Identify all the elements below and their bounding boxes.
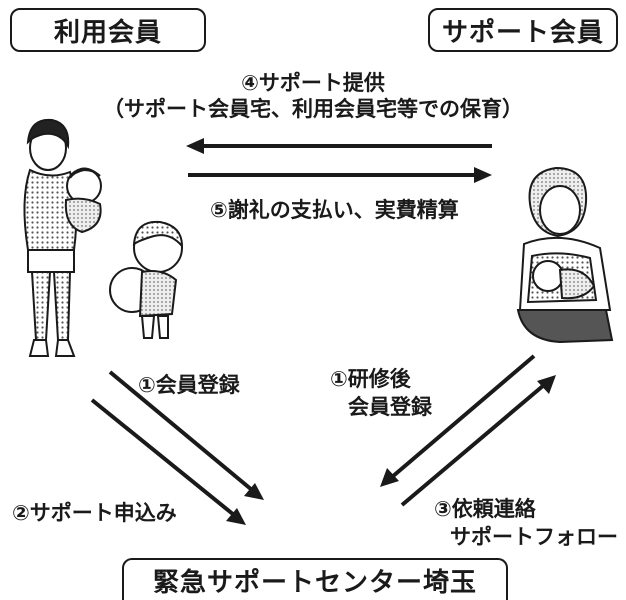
arrow-payment <box>188 167 492 183</box>
center-label: 緊急サポートセンター埼玉 <box>152 567 477 598</box>
support-member-box: サポート会員 <box>428 8 618 52</box>
mother-with-baby-illustration <box>23 118 102 357</box>
user-registration-label: ①会員登録 <box>138 373 240 397</box>
arrow-user-registration <box>108 370 264 500</box>
support-registration-line1: ①研修後 <box>330 367 411 391</box>
support-registration-line2: 会員登録 <box>348 395 432 419</box>
arrow-support-application <box>90 398 246 525</box>
user-member-box: 利用会員 <box>10 8 206 52</box>
support-provision-title: ④サポート提供 <box>241 71 385 95</box>
request-line1: ③依頼連絡 <box>434 497 536 521</box>
user-member-label: 利用会員 <box>53 17 162 48</box>
child-with-ball-illustration <box>109 220 184 339</box>
support-provision-detail: （サポート会員宅、利用会員宅等での保育） <box>103 97 523 121</box>
request-line2: サポートフォロー <box>450 525 618 549</box>
arrow-support-registration <box>380 354 536 487</box>
arrow-support-provision <box>186 138 492 154</box>
support-member-with-baby-illustration <box>516 166 614 344</box>
payment-label: ⑤謝礼の支払い、実費精算 <box>210 198 459 222</box>
arrow-request-contact <box>400 375 556 507</box>
support-member-label: サポート会員 <box>441 17 604 48</box>
center-box: 緊急サポートセンター埼玉 <box>122 558 508 600</box>
support-application-label: ②サポート申込み <box>12 501 177 525</box>
